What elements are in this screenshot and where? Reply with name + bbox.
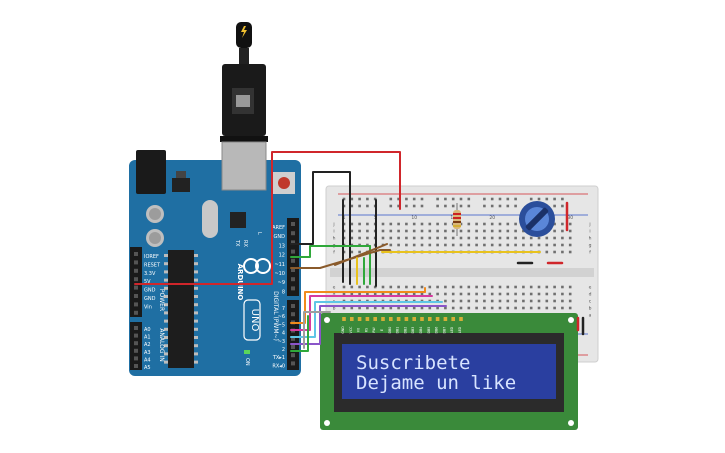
breadboard-column-number: 1 [343, 215, 346, 221]
lcd-pin-label: DB5 [427, 327, 431, 334]
pin-label: Vin [144, 304, 152, 310]
atmega-chip [168, 250, 194, 368]
pin-label: GND [144, 296, 156, 302]
lcd-pin-label: VCC [349, 326, 353, 333]
breadboard-row-letter: e [333, 286, 336, 291]
pin-label: A4 [144, 357, 151, 363]
pin-label: 4 [282, 331, 285, 337]
pin-label: A1 [144, 335, 151, 341]
breadboard-row-letter: i [589, 229, 590, 235]
pin-label: A0 [144, 327, 151, 333]
breadboard-row-letter: c [589, 300, 592, 305]
lcd-pin-label: DB1 [396, 327, 400, 334]
pin-label: TX▸1 [272, 355, 285, 361]
breadboard-row-letter: f [333, 250, 335, 256]
wire-5v [134, 151, 401, 285]
on-led-label: ON [244, 358, 250, 366]
pin-label: ~5 [278, 322, 285, 328]
wire-pin12 [290, 245, 371, 258]
lcd-line-2: Dejame un like [356, 372, 516, 394]
potentiometer[interactable] [519, 201, 555, 237]
pin-label: AREF [272, 225, 285, 231]
tx-label: TX [234, 239, 240, 247]
lcd-pin-label: GND [341, 326, 345, 334]
usb-port [221, 141, 267, 191]
breadboard-column-number: 30 [567, 215, 573, 221]
pin-label: IOREF [144, 254, 159, 260]
pin-label: 7 [282, 306, 285, 312]
breadboard-row-letter: i [333, 229, 334, 235]
power-bolt-icon [241, 26, 247, 38]
pin-label: 5V [144, 279, 151, 285]
breadboard-row-letter: a [589, 314, 592, 319]
breadboard-row-letter: e [589, 286, 592, 291]
lcd-pin-label: E [380, 329, 384, 331]
breadboard-row-letter: f [589, 250, 591, 256]
breadboard-row-letter: b [589, 306, 592, 312]
lcd-pin-label: DB4 [419, 327, 423, 334]
arduino-logo-text: ARDUINO [236, 264, 244, 301]
lcd-pin-label: RW [372, 327, 376, 333]
breadboard-row-letter: j [588, 222, 590, 228]
breadboard-row-letter: d [333, 292, 336, 298]
breadboard-row-letter: b [333, 306, 336, 312]
pin-label: A3 [144, 350, 151, 356]
breadboard-column-number: 10 [411, 215, 417, 221]
breadboard-row-letter: h [589, 236, 592, 242]
pin-label: RESET [144, 262, 161, 268]
pin-label: GND [274, 234, 286, 240]
lcd-pin-label: DB6 [435, 327, 439, 334]
breadboard-column-number: 20 [489, 215, 495, 221]
digital-label: DIGITAL (PWM~) [272, 291, 279, 341]
pin-label: ~11 [274, 262, 285, 268]
lcd-line-1: Suscribete [356, 352, 470, 374]
pin-label: A2 [144, 342, 151, 348]
l-led-label: L [256, 232, 262, 235]
arduino-logo: ARDUINO [236, 258, 271, 301]
pin-label: ~10 [274, 271, 285, 277]
lcd-pin-label: DB7 [442, 327, 446, 334]
power-label: POWER [158, 289, 165, 311]
pin-label: GND [144, 288, 156, 294]
reset-button-icon [278, 177, 290, 189]
pin-label: RX◂0 [272, 363, 285, 369]
on-led [244, 350, 250, 354]
lcd-pin-label: DB3 [411, 327, 415, 334]
lcd-pin-label: LED [458, 326, 462, 333]
wires [134, 151, 585, 352]
uno-badge: UNO [243, 299, 261, 341]
analog-in-label: ANALOG IN [158, 328, 165, 361]
breadboard-row-letter: j [332, 222, 334, 228]
wire-pin2 [290, 305, 447, 345]
uno-model-text: UNO [249, 309, 260, 332]
breadboard-row-letter: h [333, 236, 336, 242]
breadboard-row-letter: g [589, 244, 592, 249]
lcd-pin-label: V0 [357, 328, 361, 332]
wire-pin5 [290, 291, 426, 324]
pin-label: 3.3V [144, 271, 156, 277]
resistor [453, 203, 461, 236]
pin-label: ~6 [278, 314, 285, 320]
power-jack [136, 150, 166, 194]
lcd-pin-label: DB0 [388, 327, 392, 334]
lcd-pin-label: RS [364, 328, 368, 332]
pin-label: 8 [282, 289, 285, 295]
lcd-screen [342, 344, 556, 399]
breadboard-row-letter: d [589, 292, 592, 298]
wire-gnd [290, 171, 351, 245]
pin-label: 13 [279, 243, 285, 249]
pin-label: A5 [144, 365, 151, 371]
usb-cable [220, 22, 268, 142]
rx-label: RX [242, 240, 248, 247]
pin-label: ~3 [278, 339, 285, 345]
pin-label: 2 [282, 347, 285, 353]
pin-label: 12 [279, 253, 285, 259]
pin-label: ~9 [278, 280, 285, 286]
lcd-pin-label: DB2 [403, 327, 407, 334]
lcd-pin-label: LED [450, 326, 454, 333]
